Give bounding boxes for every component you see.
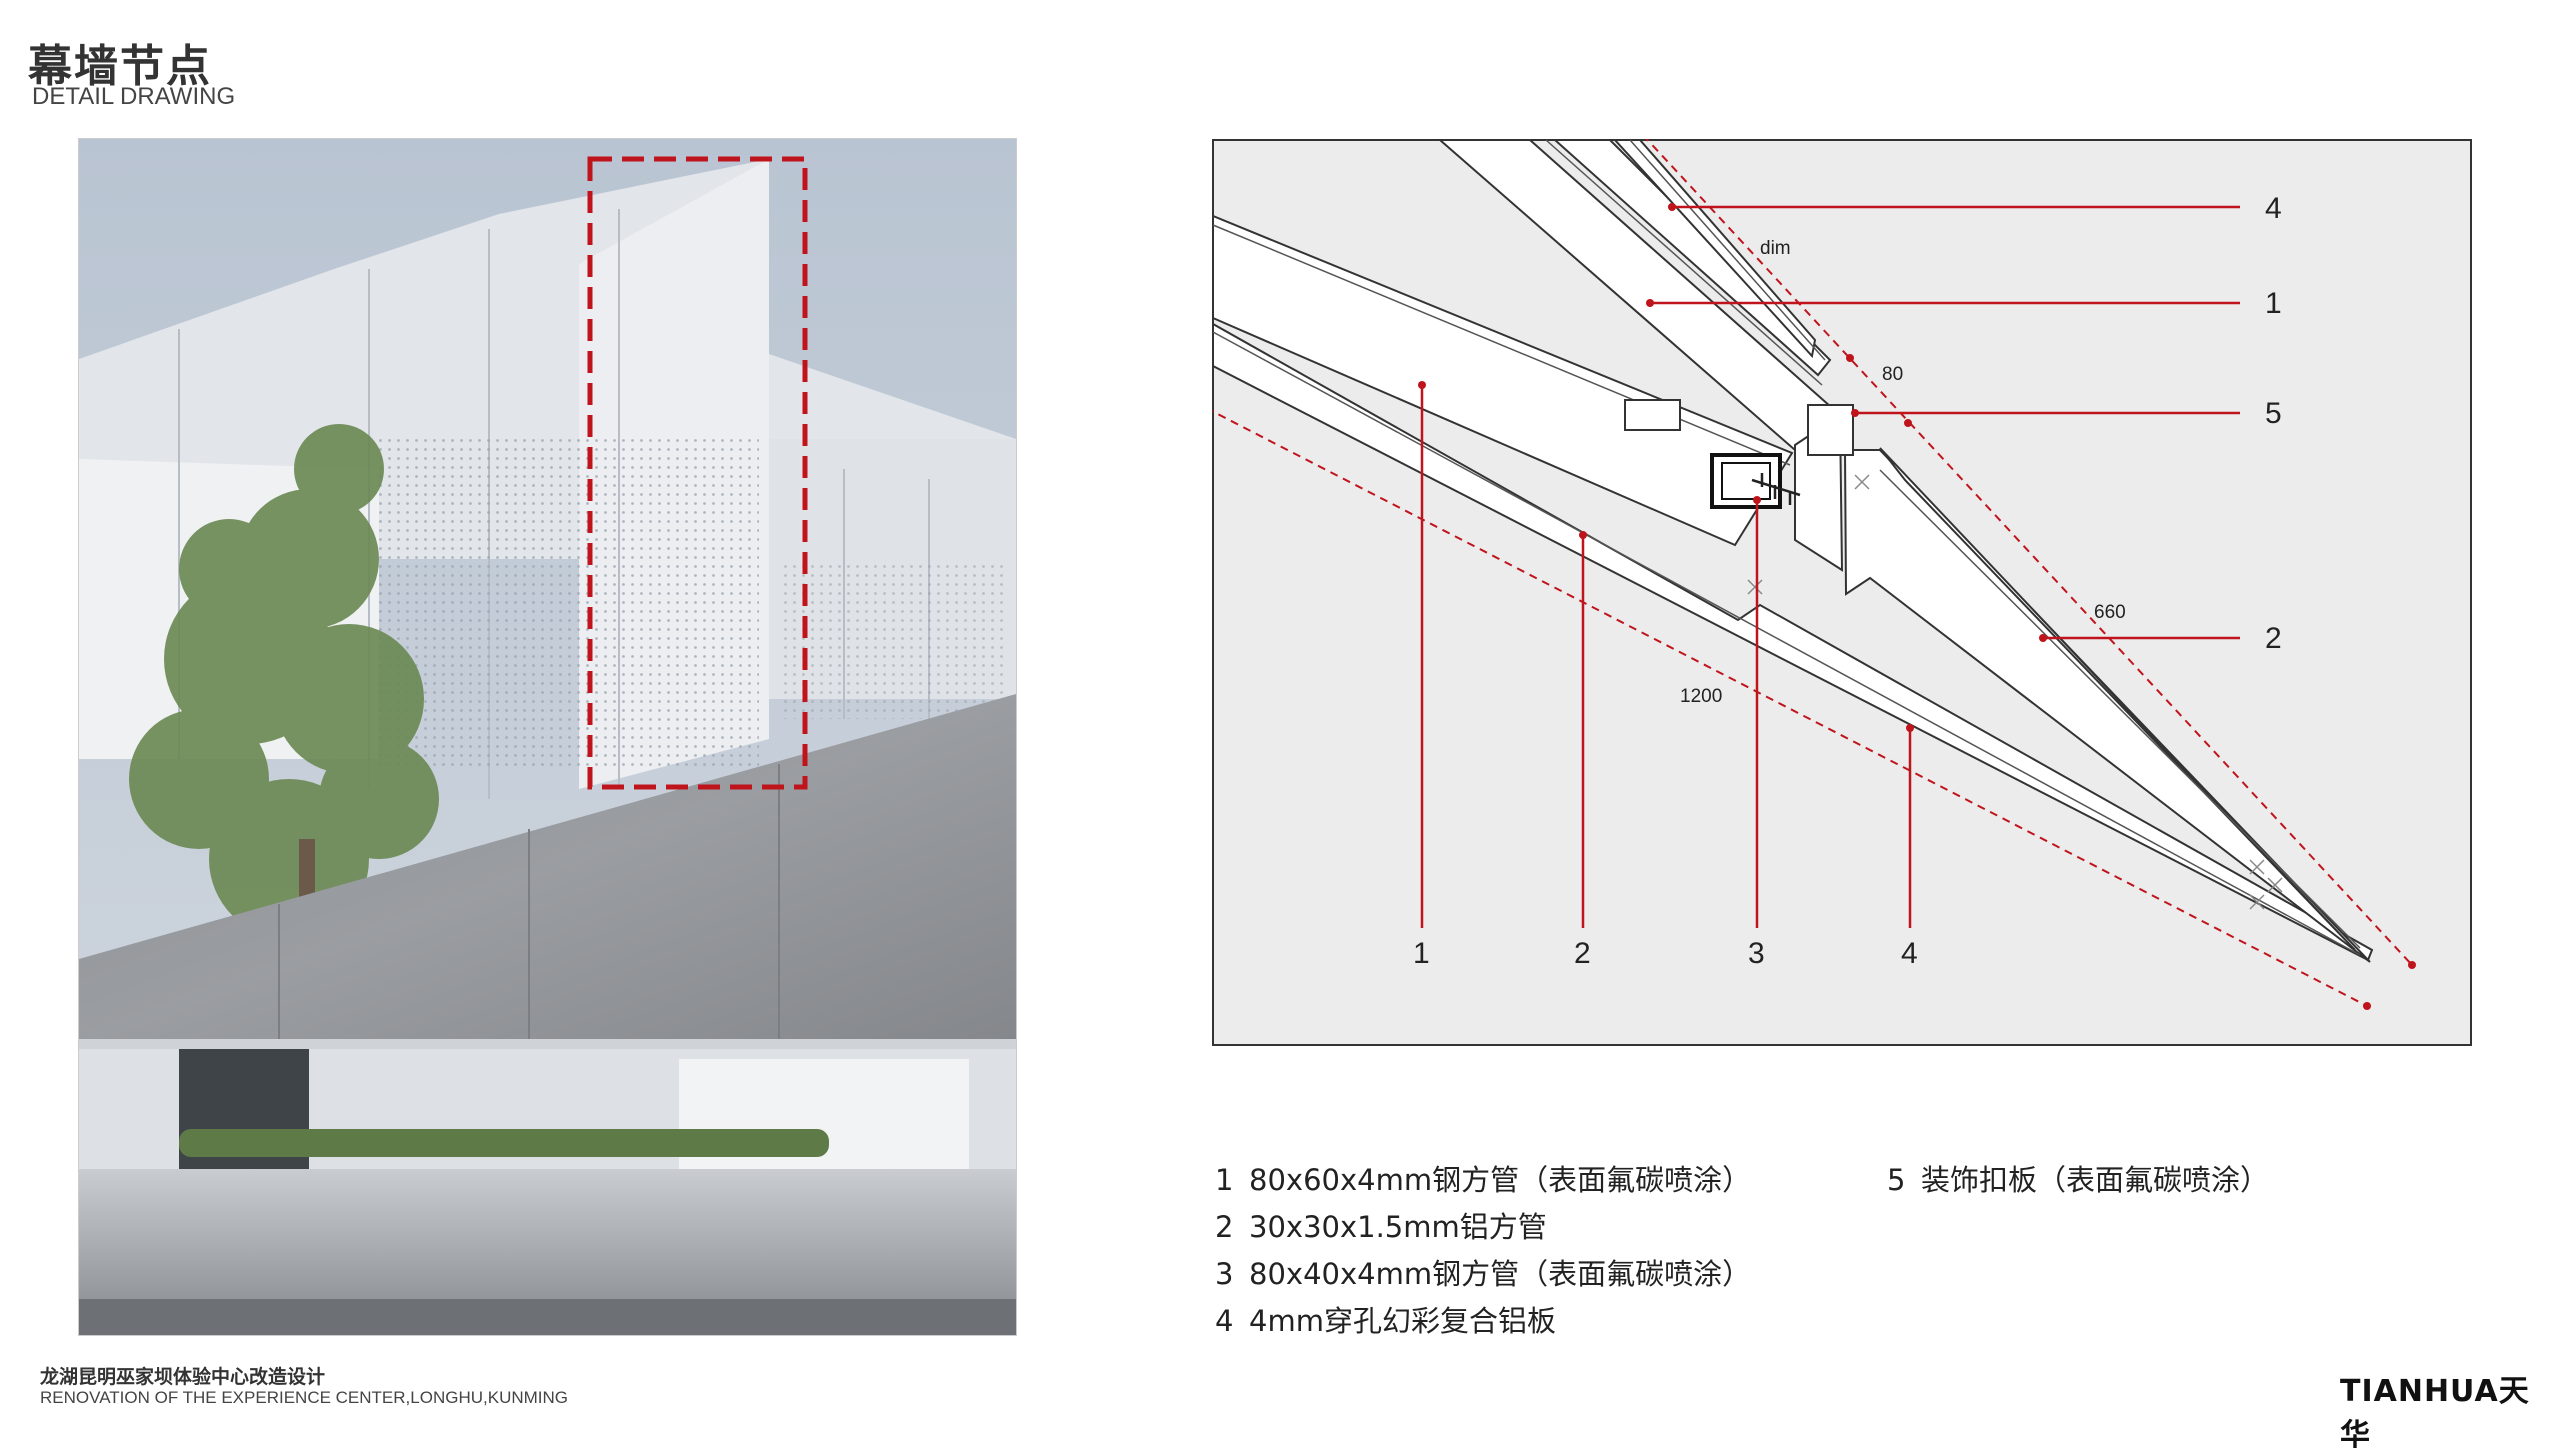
dim-label: dim (1760, 238, 1791, 259)
callout-number: 2 (1574, 937, 1591, 970)
dim-label: 80 (1882, 364, 1903, 385)
callout-number: 3 (1748, 937, 1765, 970)
facade-photo (78, 138, 1017, 1336)
dim-label: 1200 (1680, 686, 1722, 707)
page-title: 幕墙节点 (28, 41, 212, 92)
callout-number: 5 (2265, 397, 2282, 430)
callout-number: 1 (2265, 287, 2282, 320)
brand-logo: TIANHUA天华 (2340, 1374, 2530, 1453)
dim-label: 660 (2094, 602, 2126, 623)
page-subtitle: DETAIL DRAWING (32, 83, 236, 110)
project-subtitle: RENOVATION OF THE EXPERIENCE CENTER,LONG… (40, 1388, 569, 1407)
callout-number: 1 (1413, 937, 1430, 970)
detail-drawing: dim 80 660 1200 4 1 5 2 1 2 3 4 (1202, 131, 2474, 1047)
callout-number: 4 (2265, 192, 2282, 225)
project-title: 龙湖昆明巫家坝体验中心改造设计 (40, 1366, 326, 1388)
callout-number: 4 (1901, 937, 1918, 970)
callout-number: 2 (2265, 622, 2282, 655)
